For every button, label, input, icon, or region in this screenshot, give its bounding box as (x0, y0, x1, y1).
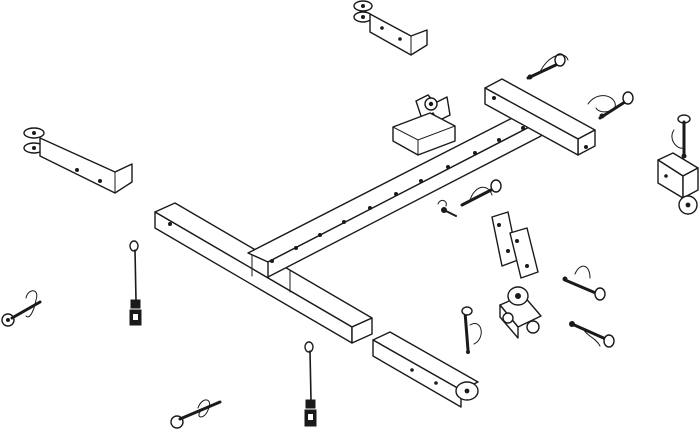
hitch-pin-1 (526, 53, 569, 80)
safety-cable-1 (129, 240, 142, 326)
hitch-pin-9 (170, 399, 222, 429)
end-crossbar (484, 78, 596, 156)
safety-cables (129, 240, 317, 427)
flat-plates (491, 211, 539, 279)
lynch-pin (461, 306, 482, 354)
hitch-pins (1, 53, 691, 429)
hitch-pin-4 (460, 179, 502, 207)
arm-bottom (372, 331, 479, 408)
safety-cable-2 (304, 341, 317, 427)
main-frame-crossbar (154, 202, 373, 344)
receiver-right (657, 152, 699, 215)
clevis-bracket (392, 94, 456, 156)
hitch-pin-2 (587, 91, 634, 120)
hitch-pin-3 (671, 114, 691, 159)
pivot-block (499, 286, 542, 339)
hitch-pin-5 (437, 199, 457, 217)
hitch-pin-6 (562, 265, 606, 301)
clevis-arm-top (353, 0, 428, 56)
hitch-pin-8 (1, 290, 42, 327)
hitch-pin-7 (569, 321, 615, 348)
clevis-arm-left (23, 127, 133, 194)
